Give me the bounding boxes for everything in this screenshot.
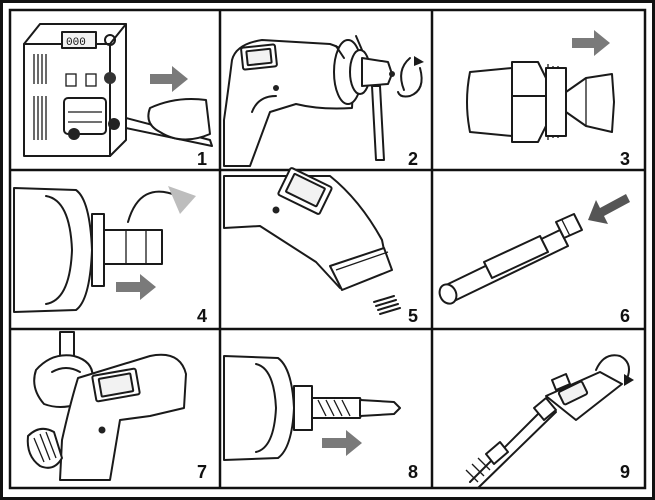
step-number-7: 7 xyxy=(197,462,207,482)
panel-8: 8 xyxy=(223,355,418,482)
torch-spring-icon xyxy=(223,167,401,315)
nozzle-twist-off-icon xyxy=(13,186,196,313)
step-number-5: 5 xyxy=(408,306,418,326)
power-supply-screwdriver-icon: 000 xyxy=(23,23,213,157)
electrode-install-icon xyxy=(223,355,401,461)
step-number-9: 9 xyxy=(620,462,630,482)
svg-text:000: 000 xyxy=(66,37,86,49)
step-number-6: 6 xyxy=(620,306,630,326)
step-number-8: 8 xyxy=(408,462,418,482)
torch-nozzle-rotate-icon xyxy=(223,35,424,167)
panel-grid xyxy=(8,8,647,490)
electrode-insert-icon xyxy=(438,194,630,305)
panel-3: 3 xyxy=(466,30,630,169)
step-number-1: 1 xyxy=(197,149,207,169)
panel-9: 9 xyxy=(465,354,634,489)
panel-6: 6 xyxy=(438,194,630,326)
nozzle-cup-separate-icon xyxy=(466,30,615,143)
panel-2: 2 xyxy=(223,35,424,169)
panel-5: 5 xyxy=(223,167,418,326)
step-number-4: 4 xyxy=(197,306,207,326)
step-number-2: 2 xyxy=(408,149,418,169)
torch-cable-rotate-icon xyxy=(465,354,634,489)
panel-1: 000 1 xyxy=(23,23,213,169)
panel-4: 4 xyxy=(13,186,207,326)
torch-assembled-icon xyxy=(26,331,187,481)
step-number-3: 3 xyxy=(620,149,630,169)
panel-7: 7 xyxy=(26,331,207,482)
